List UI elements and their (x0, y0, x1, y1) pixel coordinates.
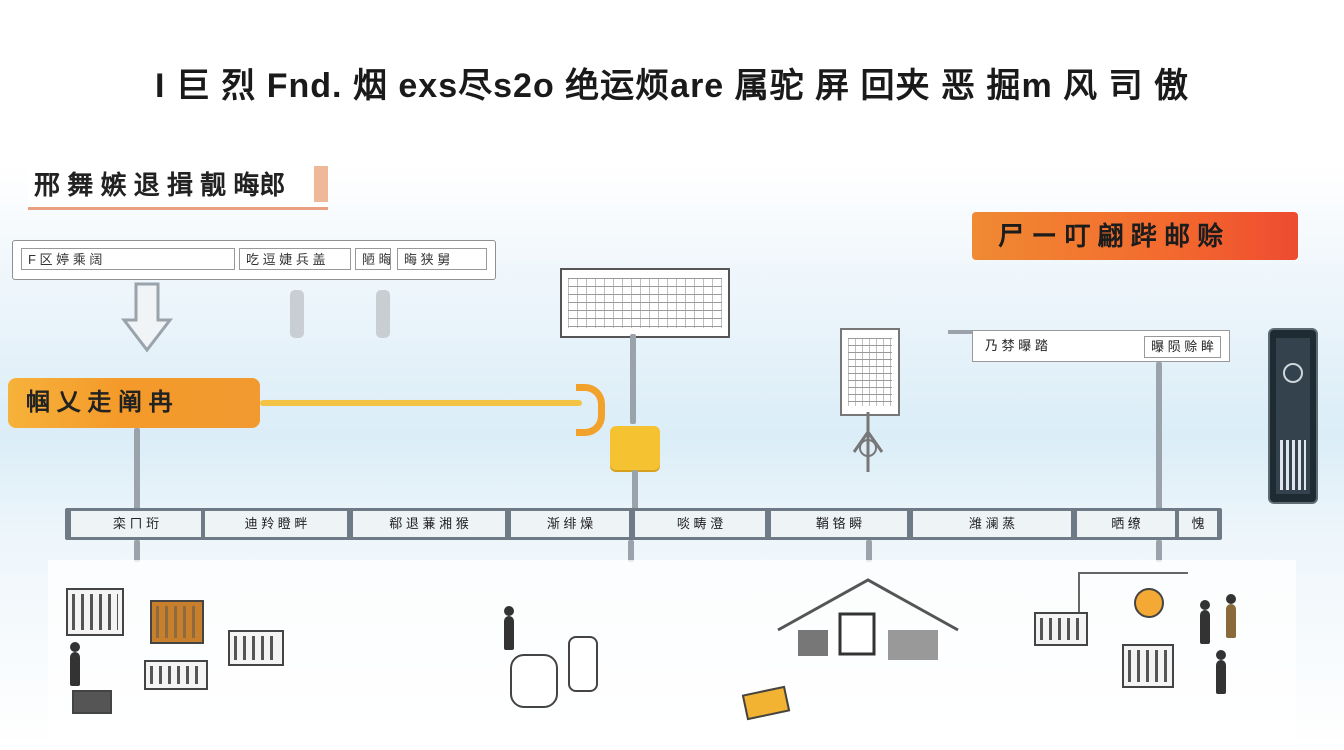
top-cell-3: 陋 晦 柴 (355, 248, 391, 270)
mobile-device-icon (1268, 328, 1318, 504)
connector-line (1078, 572, 1080, 618)
flow-line (260, 400, 582, 406)
top-label-box: F 区 婷 乘 阔 吃 逗 婕 兵 盖 陋 晦 柴 晦 狭 舅 (12, 240, 496, 280)
connector-line (1078, 572, 1188, 574)
person-icon (1200, 600, 1210, 644)
vertical-connector (1156, 540, 1162, 562)
orange-header-box: 尸 ー 叮 翩 跸 邮 赊 (972, 212, 1298, 260)
timeline-bar: 栾 ㄇ 珩 迪 羚 瞪 畔 郗 退 蒹 湘 猴 渐 绯 燥 啖 畴 澄 鞘 铬 … (65, 508, 1222, 540)
page-title: I 巨 烈 Fnd. 烟 exs尽s2o 绝运烦are 属驼 屏 回夹 恶 掘m… (154, 67, 1190, 105)
vertical-connector (632, 470, 638, 510)
vertical-connector (1156, 362, 1162, 512)
top-cell-4: 晦 狭 舅 (397, 248, 487, 270)
vertical-connector (628, 540, 634, 562)
printer-icon (66, 588, 124, 636)
person-icon (504, 606, 514, 650)
timeline-segment: 鞘 铬 瞬 (771, 511, 907, 537)
package-icon (741, 685, 791, 721)
arrow-down-icon (120, 282, 174, 353)
timeline-segment: 晒 缭 (1077, 511, 1175, 537)
timeline-segment: 栾 ㄇ 珩 (71, 511, 201, 537)
person-icon (1226, 594, 1236, 638)
vertical-connector (866, 540, 872, 562)
timeline-segment: 愧 (1179, 511, 1217, 537)
appliance-icon (568, 636, 598, 692)
vertical-connector (630, 334, 636, 424)
device-icon (228, 630, 284, 666)
top-cell-1: F 区 婷 乘 阔 (21, 248, 235, 270)
server-tower-icon (840, 328, 900, 416)
top-cell-2: 吃 逗 婕 兵 盖 (239, 248, 351, 270)
connector-column (376, 290, 390, 338)
person-icon (1216, 650, 1226, 694)
monitor-grid-icon (560, 268, 730, 338)
folder-icon (150, 600, 204, 644)
stand-icon (852, 412, 884, 472)
right-label-text: 乃 棼 曝 踏 (985, 338, 1048, 353)
appliance-icon (510, 654, 558, 708)
right-label-inner: 曝 陨 赊 眸 (1144, 336, 1221, 358)
timeline-segment: 潍 澜 蒸 (913, 511, 1071, 537)
connector-column (290, 290, 304, 338)
building-icon (777, 578, 959, 660)
vertical-connector (134, 540, 140, 562)
calendar-icon (1122, 644, 1174, 688)
connector-stub (948, 330, 972, 334)
keyboard-icon (144, 660, 208, 690)
person-icon (70, 642, 80, 686)
scanner-icon (72, 690, 112, 714)
right-label-box: 乃 棼 曝 踏 曝 陨 赊 眸 (972, 330, 1230, 362)
hook-connector-icon (576, 384, 605, 436)
yellow-node (610, 426, 660, 470)
illustration-panel (48, 560, 1296, 750)
timeline-segment: 迪 羚 瞪 畔 (205, 511, 347, 537)
section-subtitle: 邢 舞 嫉 退 揖 靓 晦郎 (28, 160, 328, 210)
scanner-icon (1034, 612, 1088, 646)
timeline-segment: 渐 绯 燥 (511, 511, 629, 537)
timeline-segment: 啖 畴 澄 (635, 511, 765, 537)
vertical-connector (134, 428, 140, 510)
timeline-segment: 郗 退 蒹 湘 猴 (353, 511, 505, 537)
user-avatar-icon (1134, 588, 1164, 618)
process-pill: 帼 乂 走 阐 冉 (8, 378, 260, 428)
